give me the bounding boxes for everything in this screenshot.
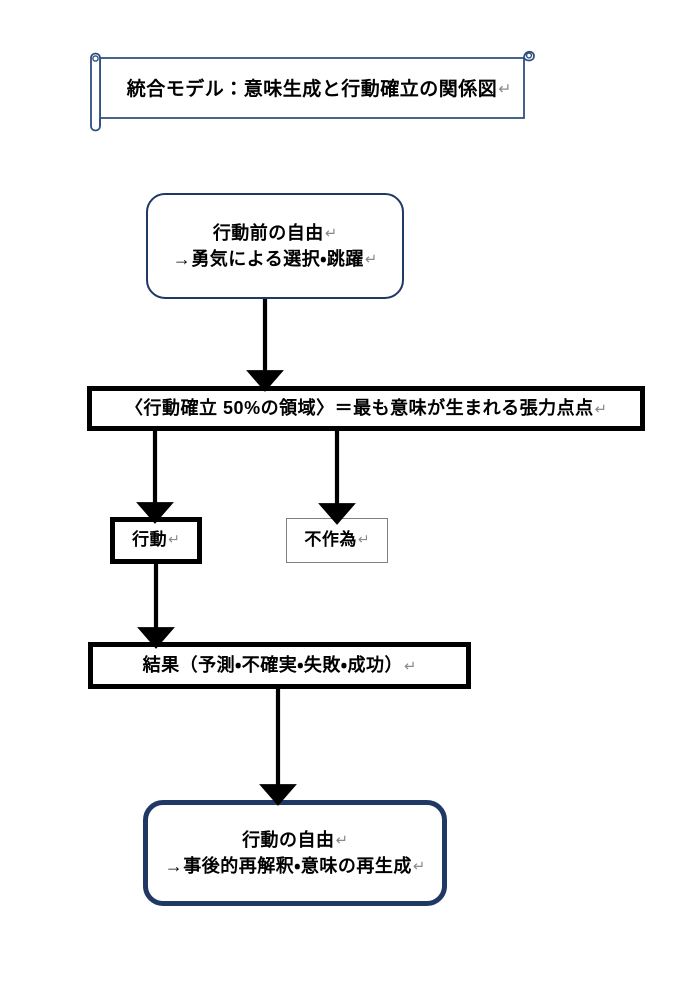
pilcrow-mark: ↵ <box>412 859 426 876</box>
pilcrow-mark: ↵ <box>404 658 417 675</box>
banner-left-curl-eye <box>92 55 99 62</box>
node-post-action[interactable]: 行動の自由↵ →事後的再解釈・意味の再生成↵ <box>143 800 447 906</box>
pilcrow-mark: ↵ <box>594 401 607 418</box>
banner-scroll-svg <box>90 50 535 132</box>
banner-right-curl-eye <box>525 52 533 59</box>
banner-title-text-block: 統合モデル：意味生成と行動確立の関係図↵ <box>112 62 526 118</box>
banner-title-line: 統合モデル：意味生成と行動確立の関係図↵ <box>126 79 512 101</box>
node-pre-action-line-2: →勇気による選択・跳躍↵ <box>172 249 378 269</box>
pilcrow-mark: ↵ <box>498 81 512 99</box>
banner-left-curl <box>90 52 101 132</box>
node-pre-action[interactable]: 行動前の自由↵ →勇気による選択・跳躍↵ <box>146 193 404 299</box>
node-pre-action-line-1: 行動前の自由↵ <box>212 222 338 243</box>
node-result[interactable]: 結果（予測・不確実・失敗・成功）↵ <box>88 642 471 689</box>
node-inaction-line-1: 不作為↵ <box>304 530 370 550</box>
node-post-action-line-2: →事後的再解釈・意味の再生成↵ <box>164 856 426 876</box>
pilcrow-mark: ↵ <box>168 531 180 548</box>
node-action[interactable]: 行動↵ <box>110 517 202 564</box>
node-threshold-line-1: 〈行動確立 50%の領域〉＝最も意味が生まれる張力点点↵ <box>125 398 607 419</box>
pilcrow-mark: ↵ <box>335 833 348 850</box>
pilcrow-mark: ↵ <box>357 531 370 548</box>
node-threshold-50-percent[interactable]: 〈行動確立 50%の領域〉＝最も意味が生まれる張力点点↵ <box>87 386 645 431</box>
pilcrow-mark: ↵ <box>364 252 378 269</box>
node-result-line-1: 結果（予測・不確実・失敗・成功）↵ <box>142 655 417 676</box>
node-inaction[interactable]: 不作為↵ <box>286 518 388 563</box>
node-action-line-1: 行動↵ <box>132 530 180 550</box>
node-post-action-line-1: 行動の自由↵ <box>242 829 348 850</box>
pilcrow-mark: ↵ <box>324 226 338 243</box>
banner-title-shape[interactable]: 統合モデル：意味生成と行動確立の関係図↵ <box>86 48 538 136</box>
